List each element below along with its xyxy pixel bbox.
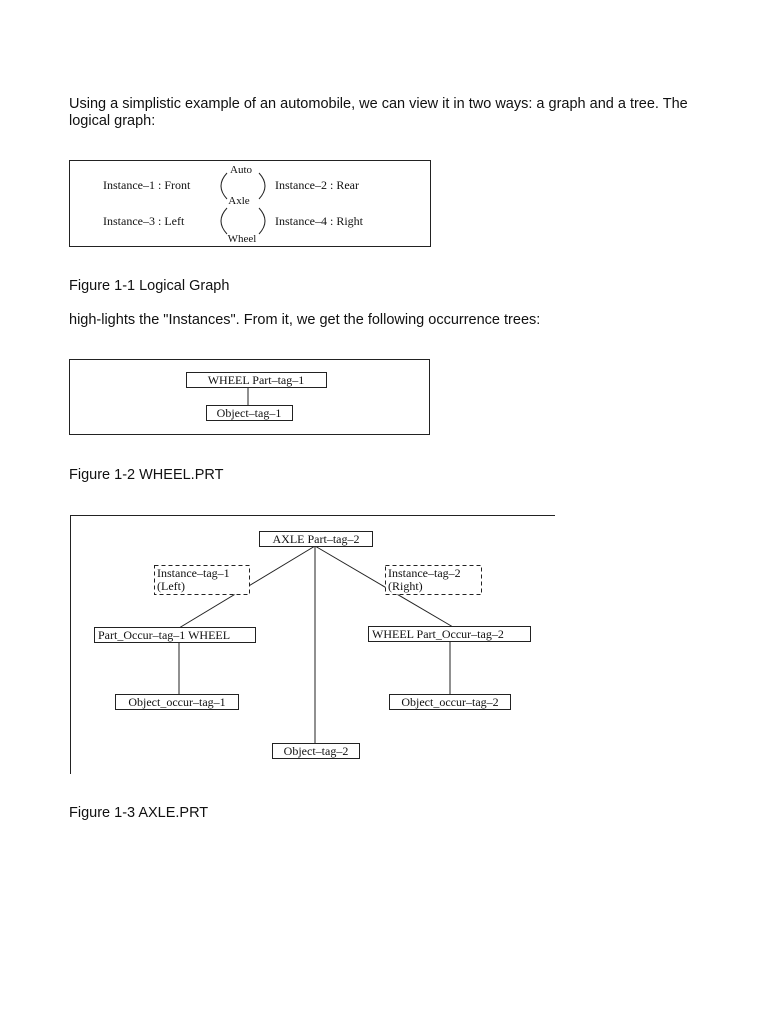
intro-paragraph: Using a simplistic example of an automob… — [69, 96, 688, 130]
instance-4-label: Instance–4 : Right — [275, 214, 364, 228]
object-tag-2-label: Object–tag–2 — [284, 744, 349, 758]
right-arc-lower — [258, 207, 266, 235]
figure-2-caption: Figure 1-2 WHEEL.PRT — [69, 467, 224, 483]
left-arc-upper — [220, 172, 228, 200]
instance-tag-1-sub: (Left) — [157, 579, 185, 593]
instance-tag-2-sub: (Right) — [388, 579, 423, 593]
wheel-node: Wheel — [228, 233, 257, 245]
instance-3-label: Instance–3 : Left — [103, 214, 185, 228]
figure-3-caption: Figure 1-3 AXLE.PRT — [69, 805, 209, 821]
axle-node: Axle — [228, 195, 250, 207]
auto-node: Auto — [230, 164, 253, 176]
intro-line-1: Using a simplistic example of an automob… — [69, 96, 688, 112]
instance-tag-2-node — [385, 565, 482, 595]
part-occur-tag-1-node — [94, 627, 256, 643]
object-occur-tag-1-label: Object_occur–tag–1 — [128, 695, 225, 709]
instance-tag-1-label: Instance–tag–1 — [157, 566, 230, 580]
wheel-part-node — [186, 372, 327, 388]
object-tag-1-label: Object–tag–1 — [217, 406, 282, 420]
axle-part-label: AXLE Part–tag–2 — [273, 532, 360, 546]
figure-frame — [69, 160, 431, 247]
left-arc-lower — [220, 207, 228, 235]
object-occur-tag-2-node — [389, 694, 511, 710]
connector-root-right — [314, 545, 454, 628]
figure-axle-tree: AXLE Part–tag–2 Instance–tag–1 (Left) In… — [70, 515, 555, 774]
axle-part-node — [259, 531, 373, 547]
figure-logical-graph: Instance–1 : Front Instance–2 : Rear Ins… — [69, 160, 431, 247]
part-occur-tag-2-label: WHEEL Part_Occur–tag–2 — [372, 627, 504, 641]
right-arc-upper — [258, 172, 266, 200]
instance-tag-2-label: Instance–tag–2 — [388, 566, 461, 580]
object-tag-2-node — [272, 743, 360, 759]
paragraph-2: high-lights the "Instances". From it, we… — [69, 312, 541, 328]
instance-1-label: Instance–1 : Front — [103, 178, 191, 192]
figure-frame — [69, 359, 430, 435]
intro-line-2: logical graph: — [69, 113, 156, 129]
figure-1-caption: Figure 1-1 Logical Graph — [69, 278, 230, 294]
instance-2-label: Instance–2 : Rear — [275, 178, 359, 192]
part-occur-tag-2-node — [368, 626, 531, 642]
instance-tag-1-node — [154, 565, 250, 595]
object-tag-1-node — [206, 405, 293, 421]
part-occur-tag-1-label: Part_Occur–tag–1 WHEEL — [98, 628, 230, 642]
figure-wheel-tree: WHEEL Part–tag–1 Object–tag–1 — [69, 359, 430, 435]
object-occur-tag-1-node — [115, 694, 239, 710]
object-occur-tag-2-label: Object_occur–tag–2 — [401, 695, 498, 709]
wheel-part-label: WHEEL Part–tag–1 — [208, 373, 305, 387]
